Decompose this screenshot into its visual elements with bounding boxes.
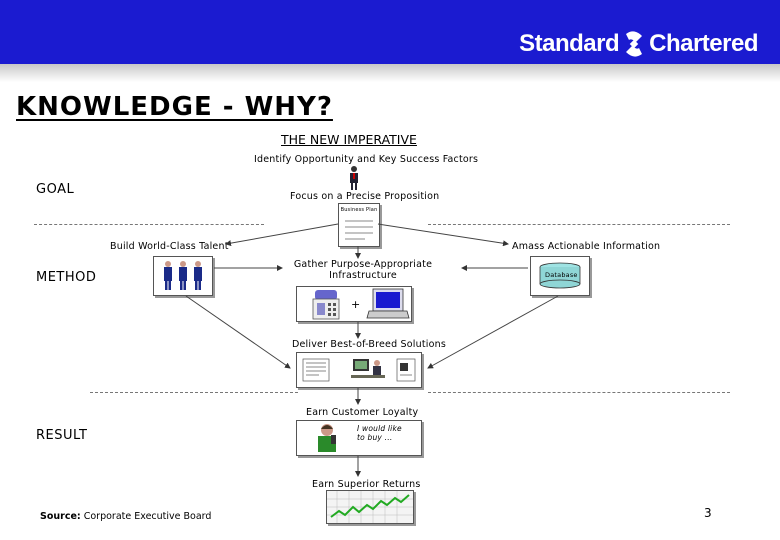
method-divider-right	[428, 392, 730, 393]
amass-info-text: Amass Actionable Information	[512, 241, 661, 252]
infrastructure-image	[296, 286, 412, 322]
goal-divider-right	[428, 224, 730, 225]
slide-title: KNOWLEDGE - WHY?	[16, 92, 333, 122]
speech-line-2: to buy ...	[357, 433, 393, 442]
source-value: Corporate Executive Board	[83, 511, 212, 522]
database-box: Database	[530, 256, 590, 296]
brand-mark-icon	[626, 31, 643, 57]
solutions-image	[296, 352, 422, 388]
focus-text: Focus on a Precise Proposition	[290, 191, 440, 202]
gather-text: Gather Purpose-Appropriate Infrastructur…	[288, 259, 438, 281]
deliver-text: Deliver Best-of-Breed Solutions	[292, 339, 447, 350]
customer-image: I would like to buy ...	[296, 420, 422, 456]
business-plan-document: Business Plan	[338, 203, 380, 247]
method-divider-left	[90, 392, 298, 393]
phone-laptop-icon	[312, 288, 410, 320]
speech-bubble: I would like to buy ...	[357, 424, 402, 442]
gather-line-2: Infrastructure	[329, 270, 397, 281]
database-label: Database	[545, 271, 578, 279]
person-icon	[350, 166, 358, 190]
header-shadow	[0, 64, 780, 82]
solutions-icon	[302, 358, 416, 382]
slide-subtitle: THE NEW IMPERATIVE	[281, 132, 417, 147]
returns-chart-image	[326, 490, 414, 524]
page-number: 3	[704, 506, 712, 520]
rising-chart-icon	[327, 491, 413, 523]
document-lines-icon	[345, 220, 373, 240]
identify-text: Identify Opportunity and Key Success Fac…	[254, 154, 479, 165]
earn-returns-text: Earn Superior Returns	[312, 479, 421, 490]
plus-sign: +	[351, 298, 361, 311]
header-banner	[0, 0, 780, 64]
brand-logo: Standard Chartered	[519, 30, 758, 58]
brand-name-left: Standard	[519, 30, 620, 57]
goal-divider-left	[34, 224, 264, 225]
team-people-icon	[164, 261, 202, 290]
speech-line-1: I would like	[357, 424, 402, 433]
row-label-method: METHOD	[36, 270, 97, 285]
source-note: Source: Corporate Executive Board	[40, 511, 211, 522]
build-talent-text: Build World-Class Talent	[110, 241, 229, 252]
team-image	[153, 256, 213, 296]
brand-name-right: Chartered	[649, 30, 758, 57]
business-plan-label: Business Plan	[340, 207, 378, 213]
row-label-result: RESULT	[36, 428, 88, 443]
row-label-goal: GOAL	[36, 182, 75, 197]
gather-line-1: Gather Purpose-Appropriate	[293, 259, 433, 270]
customer-icon	[318, 424, 336, 452]
earn-loyalty-text: Earn Customer Loyalty	[306, 407, 419, 418]
source-label: Source:	[40, 511, 81, 522]
database-icon	[539, 262, 581, 289]
